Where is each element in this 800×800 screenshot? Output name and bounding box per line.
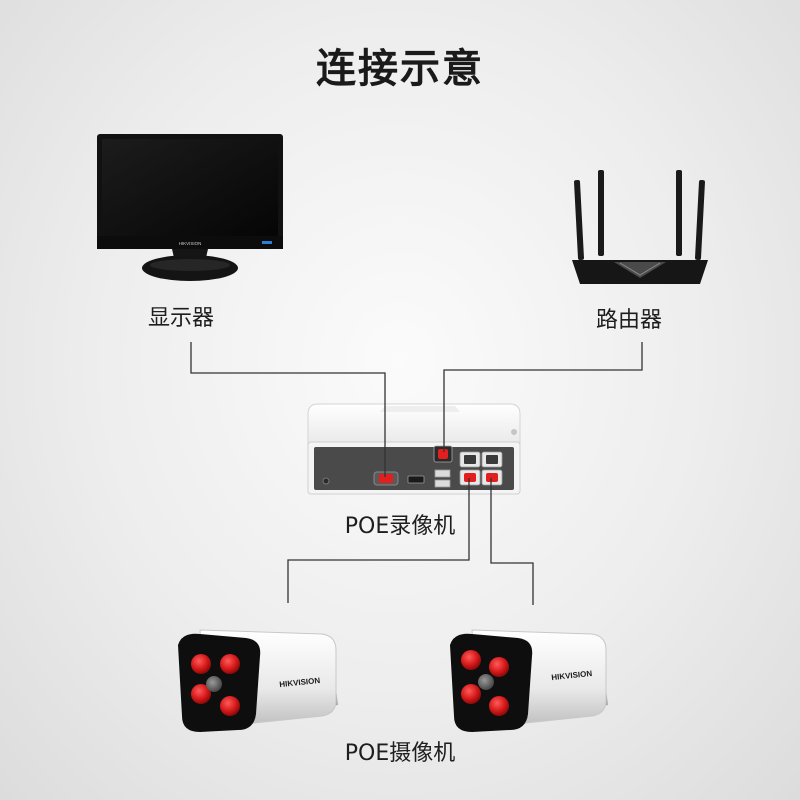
router-antenna [695,179,705,261]
diagram-title: 连接示意 [316,46,484,92]
ir-led [220,654,240,674]
router-antenna [676,170,682,256]
ir-led [191,654,211,674]
router-antenna [574,179,584,261]
ir-led [461,684,481,704]
cables [190,342,643,605]
poe-nvr [307,403,521,495]
router [572,170,708,284]
router-antenna [598,170,604,256]
ir-led [191,684,211,704]
monitor: HIKVISION [97,134,283,281]
nvr-label: POE录像机 [344,514,456,539]
monitor-label: 显示器 [148,306,215,331]
poe-camera-right: HIKVISION [450,629,608,732]
ir-led [489,657,509,677]
camera-brand-logo: HIKVISION [279,676,321,689]
ir-led [461,650,481,670]
poe-camera-left: HIKVISION [178,629,338,732]
cable-monitor-to-nvr [190,342,386,477]
cable-router-to-nvr [443,342,643,452]
cable-nvr-to-camera-right [490,478,534,605]
monitor-screen [102,139,278,239]
monitor-brand-logo: HIKVISION [179,241,202,246]
nvr-usb-port [434,479,451,488]
cable-nvr-to-camera-left [287,478,470,603]
camera-brand-logo: HIKVISION [551,669,593,682]
nvr-hdmi-port [407,475,425,484]
monitor-power-led [262,241,272,244]
camera-lens [478,674,494,690]
monitor-chin [97,236,283,249]
router-label: 路由器 [596,308,663,333]
ir-led [220,696,240,716]
camera-lens [206,676,222,692]
nvr-usb-port [434,469,451,478]
ir-led [489,696,509,716]
cameras-label: POE摄像机 [344,741,456,766]
